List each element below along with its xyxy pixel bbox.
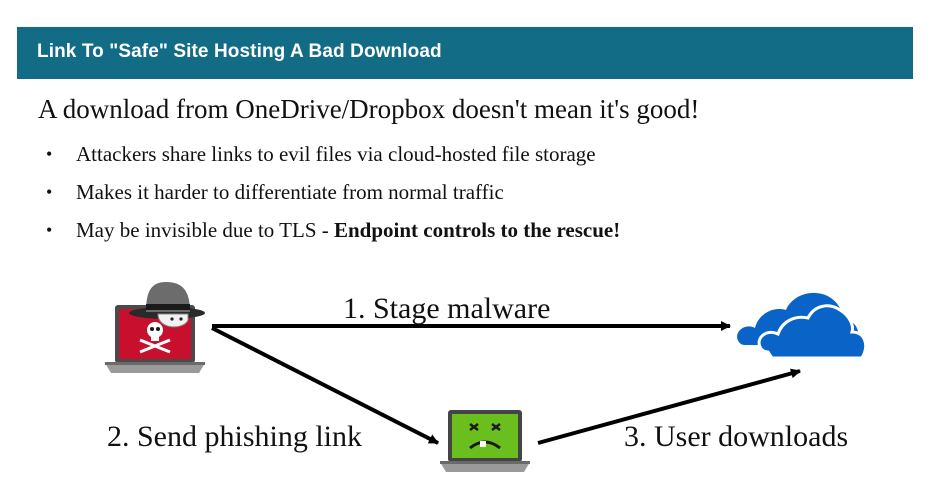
bullet-dot: • [46, 144, 53, 164]
bullet-emphasis: Endpoint controls to the rescue! [334, 218, 621, 242]
bullet-item: • Attackers share links to evil files vi… [44, 142, 620, 180]
arrow-send-phishing [211, 326, 439, 445]
hacker-laptop-icon [105, 282, 205, 373]
bullet-dot: • [46, 220, 53, 240]
bullet-text: May be invisible due to TLS - [76, 218, 334, 242]
bullet-item: • Makes it harder to differentiate from … [44, 180, 620, 218]
onedrive-cloud-icon [737, 292, 868, 360]
sick-laptop-icon [440, 410, 530, 472]
headline: A download from OneDrive/Dropbox doesn't… [38, 94, 700, 124]
bullet-list: • Attackers share links to evil files vi… [44, 142, 620, 256]
bullet-item: • May be invisible due to TLS - Endpoint… [44, 218, 620, 256]
arrow-user-downloads [537, 368, 801, 445]
bullet-text: Attackers share links to evil files via … [76, 142, 596, 166]
title-bar: Link To "Safe" Site Hosting A Bad Downlo… [17, 27, 913, 79]
step2-label: 2. Send phishing link [107, 420, 362, 453]
bullet-text: Makes it harder to differentiate from no… [76, 180, 504, 204]
step1-label: 1. Stage malware [343, 292, 550, 325]
step3-label: 3. User downloads [624, 420, 848, 453]
bullet-dot: • [46, 182, 53, 202]
slide-title: Link To "Safe" Site Hosting A Bad Downlo… [37, 41, 442, 62]
